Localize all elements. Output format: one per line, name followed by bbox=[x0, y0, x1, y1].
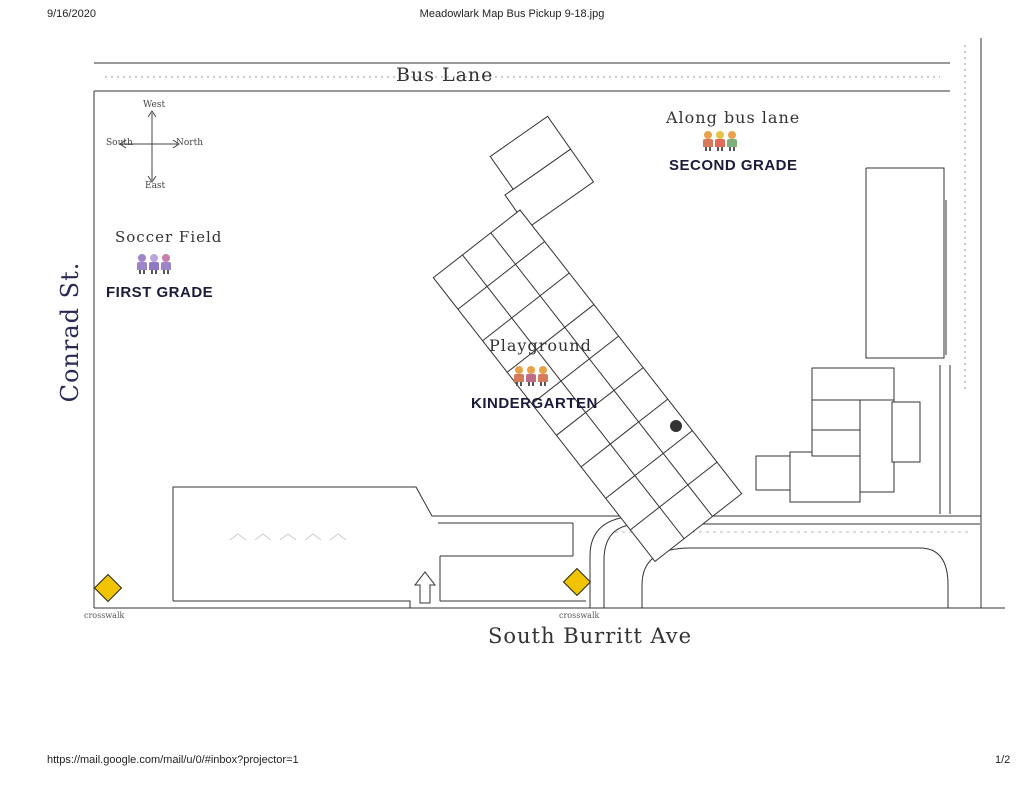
compass-south-label: South bbox=[106, 138, 133, 148]
print-url: https://mail.google.com/mail/u/0/#inbox?… bbox=[47, 754, 299, 766]
kids-icon bbox=[703, 131, 737, 151]
print-title: Meadowlark Map Bus Pickup 9-18.jpg bbox=[419, 8, 605, 20]
along-bus-lane-label: Along bus lane bbox=[666, 108, 801, 127]
compass-west-label: West bbox=[143, 100, 166, 110]
conrad-st-label: Conrad St. bbox=[56, 261, 84, 403]
print-page-number: 1/2 bbox=[995, 754, 1011, 766]
print-date: 9/16/2020 bbox=[47, 8, 96, 20]
south-burritt-ave-label: South Burritt Ave bbox=[488, 624, 693, 648]
crosswalk-label: crosswalk bbox=[84, 611, 125, 620]
second-grade-label: SECOND GRADE bbox=[669, 157, 798, 174]
kids-icon bbox=[137, 254, 171, 274]
first-grade-label: FIRST GRADE bbox=[106, 284, 214, 301]
kids-icon bbox=[514, 366, 548, 386]
compass-icon bbox=[119, 110, 180, 183]
compass-east-label: East bbox=[145, 181, 166, 191]
kindergarten-label: KINDERGARTEN bbox=[471, 395, 598, 412]
compass-north-label: North bbox=[176, 138, 204, 148]
arrow-up-icon bbox=[413, 571, 437, 604]
crosswalk-label: crosswalk bbox=[559, 611, 600, 620]
bus-lane-label: Bus Lane bbox=[396, 64, 494, 86]
playground-label: Playground bbox=[489, 336, 592, 355]
soccer-field-label: Soccer Field bbox=[115, 228, 223, 246]
